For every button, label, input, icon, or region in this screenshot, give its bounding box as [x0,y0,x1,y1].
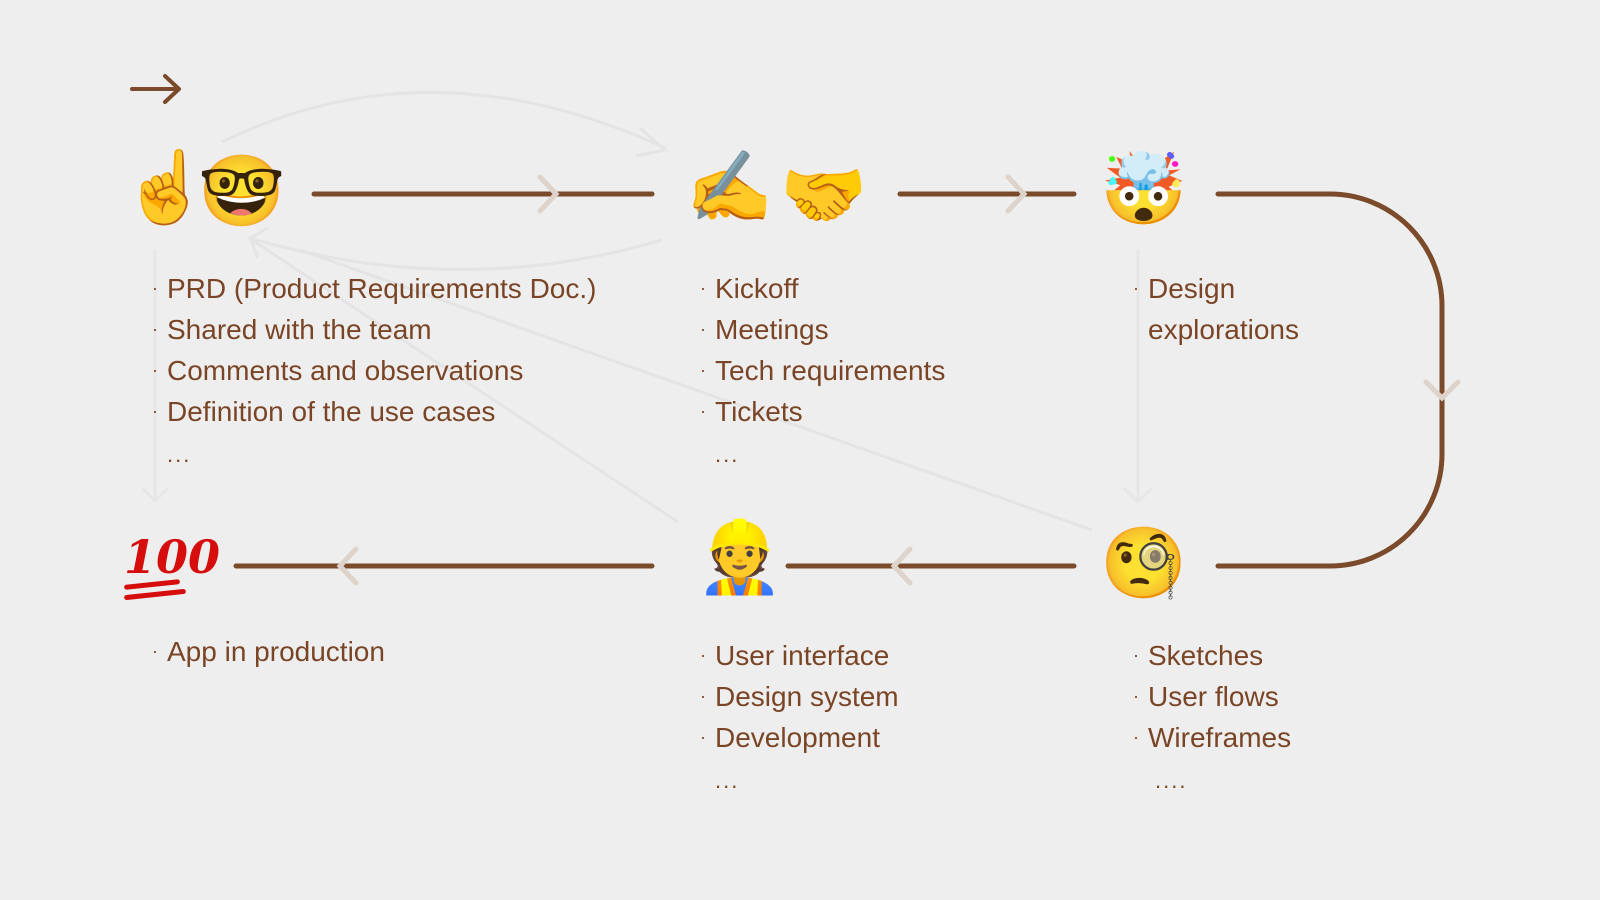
list-item: ·Shared with the team [152,314,432,345]
list-item: ·Meetings [700,314,829,345]
ghost-right-head [1122,486,1154,505]
right-arrow-icon [130,74,181,104]
hundred-points-text: 100 [124,530,221,584]
handshake-icon: 🤝 [780,154,868,236]
connector-3-chevron [1423,379,1461,402]
sketching-list: ·Sketches ·User flows ·Wireframes .... [1133,635,1291,801]
list-item: ·Tickets [700,396,803,427]
building-list: ·User interface ·Design system ·Developm… [700,635,899,801]
list-item: ·Wireframes [1133,722,1292,753]
list-item: ·Design explorations [1133,273,1299,345]
list-ellipsis: .... [1155,768,1188,793]
list-ellipsis: ... [715,768,740,793]
list-ellipsis: ... [167,442,192,467]
list-item: ·User flows [1133,681,1279,712]
ghost-arc-top-head [635,126,669,158]
connector-4-chevron [890,546,913,586]
hundred-points-icon: 100 [123,534,220,601]
list-item: ·Sketches [1133,640,1264,671]
kickoff-list: ·Kickoff ·Meetings ·Tech requirements ·T… [700,268,945,475]
face-with-monocle-icon: 🧐 [1100,522,1188,604]
connector-1-chevron [537,174,560,214]
exploding-head-icon: 🤯 [1100,148,1188,230]
list-item: ·Development [700,722,880,753]
connector-5-chevron [336,546,359,586]
writing-hand-icon: ✍️ [686,146,774,228]
list-item: ·Kickoff [700,273,799,304]
list-item: ·Tech requirements [700,355,946,386]
exploration-list: ·Design explorations [1133,268,1338,350]
list-item: ·Design system [700,681,899,712]
ghost-arc-bottom-head [248,226,269,259]
list-item: ·Comments and observations [152,355,524,386]
list-item: ·User interface [700,640,890,671]
connector-3-loop [1215,191,1445,569]
ghost-line-from-monocle [299,248,1093,532]
list-ellipsis: ... [715,442,740,467]
ghost-left-head [140,486,170,504]
nerd-face-icon: 🤓 [198,150,286,232]
list-item: ·App in production [152,636,385,667]
list-item: ·Definition of the use cases [152,396,496,427]
list-item: ·PRD (Product Requirements Doc.) [152,273,597,304]
production-list: ·App in production [152,631,385,672]
construction-worker-icon: 👷 [696,516,784,598]
index-pointing-up-icon: ☝️ [122,146,210,228]
ghost-arc-top [221,91,666,150]
requirements-list: ·PRD (Product Requirements Doc.) ·Shared… [152,268,596,475]
connector-2-chevron [1005,174,1028,214]
ghost-line-from-builder [251,238,679,524]
